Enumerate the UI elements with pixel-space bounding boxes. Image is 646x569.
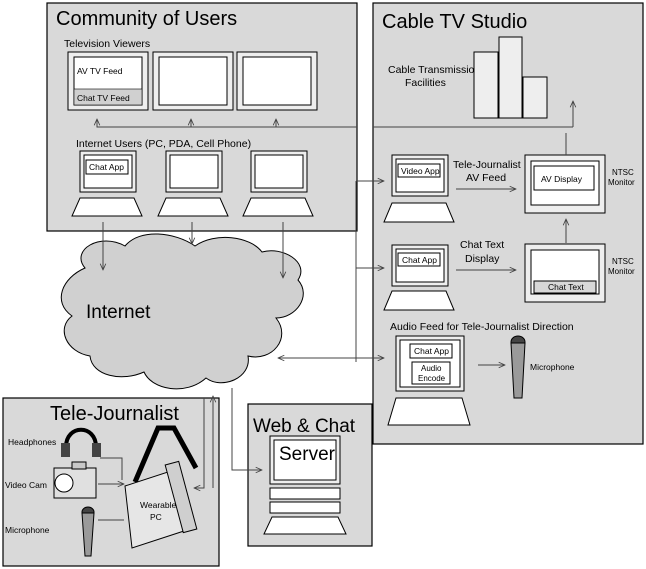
studio-video-computer: Video App — [383, 154, 455, 223]
studio-audio-computer: Chat App Audio Encode — [387, 335, 471, 426]
headphones-icon — [61, 427, 101, 457]
av-tv-feed-label: AV TV Feed — [77, 66, 123, 76]
video-app-label: Video App — [401, 166, 440, 176]
av-feed-label-line2: AV Feed — [466, 172, 506, 184]
server-panel: Web & Chat Server — [247, 403, 373, 547]
internet-cloud: Internet — [60, 233, 304, 390]
journalist-panel: Tele-Journalist Headphones Video Cam Mic… — [2, 397, 220, 567]
ntsc-label-1-line1: NTSC — [612, 168, 634, 177]
user-chat-app-label: Chat App — [89, 162, 124, 172]
transmission-label-line1: Cable Transmission — [388, 64, 480, 76]
studio-title: Cable TV Studio — [382, 11, 527, 33]
journalist-title: Tele-Journalist — [50, 403, 179, 425]
video-cam-label: Video Cam — [5, 480, 47, 490]
server-label: Server — [279, 444, 336, 465]
av-display-monitor: AV Display — [524, 154, 606, 214]
ntsc-label-2-line1: NTSC — [612, 257, 634, 266]
tv-1: AV TV Feed Chat TV Feed — [67, 51, 149, 111]
chat-text-screen-label: Chat Text — [548, 282, 584, 292]
transmission-label-line2: Facilities — [405, 77, 446, 89]
audio-chat-app-label: Chat App — [414, 346, 449, 356]
wearable-label-line1: Wearable — [140, 500, 176, 510]
server-icon: Server — [263, 435, 347, 535]
audio-feed-label: Audio Feed for Tele-Journalist Direction — [390, 321, 574, 333]
studio-microphone-icon — [510, 335, 526, 399]
studio-chat-computer: Chat App — [383, 244, 455, 311]
internet-label: Internet — [86, 302, 151, 323]
tv-3 — [236, 51, 318, 111]
studio-panel: Cable TV Studio Cable Transmission Facil… — [372, 2, 644, 445]
audio-encode-line1: Audio — [421, 364, 442, 373]
ntsc-label-2-line2: Monitor — [608, 267, 635, 276]
chat-text-display-line1: Chat Text — [460, 239, 504, 251]
community-panel: Community of Users Television Viewers AV… — [46, 2, 358, 232]
community-title: Community of Users — [56, 8, 237, 30]
wearable-label-line2: PC — [150, 512, 162, 522]
internet-users-label: Internet Users (PC, PDA, Cell Phone) — [76, 138, 251, 150]
ntsc-label-1-line2: Monitor — [608, 178, 635, 187]
user-computer-3 — [242, 150, 314, 217]
community-panel-box — [46, 2, 358, 232]
server-title: Web & Chat — [253, 416, 356, 437]
connectors — [97, 101, 573, 521]
tj-microphone-label: Microphone — [5, 525, 50, 535]
headphones-label: Headphones — [8, 437, 56, 447]
user-computer-2 — [157, 150, 229, 217]
av-display-label: AV Display — [541, 174, 583, 184]
video-cam-icon — [53, 461, 97, 499]
tv-viewers-label: Television Viewers — [64, 38, 150, 50]
av-feed-label-line1: Tele-Journalist — [453, 159, 521, 171]
studio-chat-app-label: Chat App — [402, 255, 437, 265]
chat-tv-feed-label: Chat TV Feed — [77, 93, 130, 103]
audio-encode-line2: Encode — [418, 374, 446, 383]
tj-microphone-icon — [81, 506, 95, 557]
user-computer-1: Chat App — [71, 150, 143, 217]
transmission-towers — [473, 36, 548, 119]
chat-text-monitor: Chat Text — [524, 243, 606, 303]
tv-2 — [152, 51, 234, 111]
chat-text-display-line2: Display — [465, 253, 500, 265]
wearable-pc-icon — [124, 425, 199, 549]
studio-microphone-label: Microphone — [530, 362, 575, 372]
